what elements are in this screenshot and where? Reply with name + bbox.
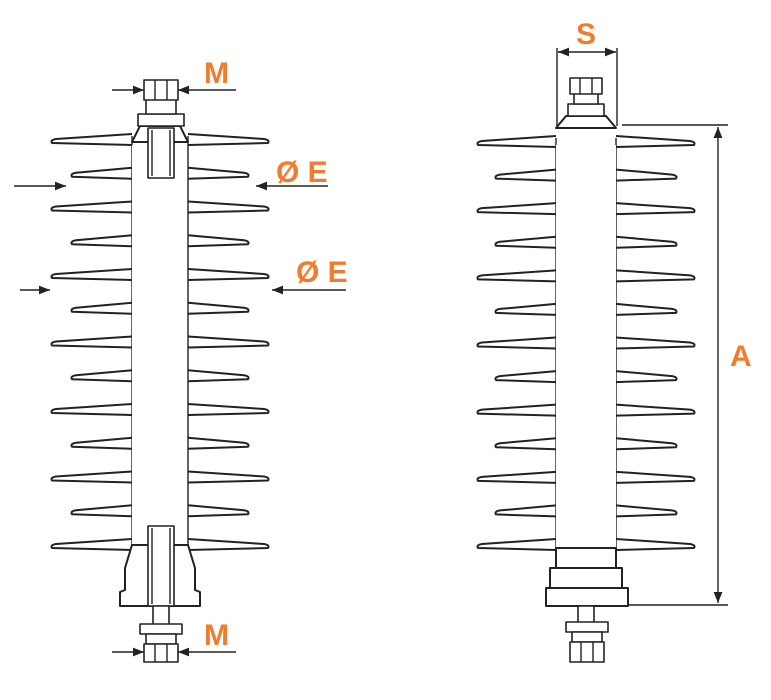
left-insulator-view <box>50 79 270 663</box>
left-shed <box>50 268 270 281</box>
right-shed <box>494 235 678 249</box>
m-top-label: M <box>204 57 229 90</box>
right-bottom-lockwasher <box>571 631 603 643</box>
right-shed <box>476 135 696 148</box>
right-top-nut <box>569 77 603 95</box>
right-shed <box>476 202 696 216</box>
right-bottom-base <box>545 587 629 607</box>
left-shed <box>50 335 270 349</box>
right-top-fitting <box>555 115 617 129</box>
left-sheds <box>50 133 270 553</box>
right-bottom-nut <box>569 641 605 663</box>
left-shed <box>50 200 270 214</box>
right-shed <box>494 168 678 182</box>
right-shed <box>476 269 696 283</box>
right-top-washer <box>567 103 605 117</box>
right-shed <box>476 403 696 417</box>
left-shed <box>70 301 250 315</box>
dimension-lines <box>14 47 728 657</box>
left-shed <box>70 369 250 383</box>
right-shed <box>476 538 696 551</box>
left-shed <box>70 166 250 180</box>
right-shed <box>494 437 678 451</box>
right-bottom-collar <box>555 547 617 569</box>
left-top-nut <box>143 79 179 101</box>
right-bottom-washer <box>565 621 609 633</box>
left-top-washer <box>137 113 185 127</box>
a-label: A <box>730 340 752 373</box>
left-shed <box>50 403 270 416</box>
right-shed <box>476 336 696 350</box>
right-sheds <box>476 135 696 553</box>
left-shed <box>70 234 250 248</box>
right-insulator-view <box>476 77 696 663</box>
s-label: S <box>576 18 596 51</box>
left-shed <box>50 538 270 551</box>
right-shed <box>476 470 696 484</box>
left-shed <box>70 504 250 518</box>
left-bottom-washer <box>139 623 183 635</box>
e-lower-label: Ø E <box>296 256 348 289</box>
left-bottom-nut <box>143 643 179 663</box>
m-bottom-label: M <box>204 619 229 652</box>
right-shed <box>494 370 678 384</box>
right-shed <box>494 302 678 316</box>
left-shed <box>50 133 270 146</box>
left-shed <box>50 470 270 484</box>
right-shed <box>494 504 678 518</box>
left-shed <box>70 436 250 450</box>
right-bottom-flange <box>549 567 623 591</box>
e-upper-label: Ø E <box>276 156 328 189</box>
left-bottom-lockwasher <box>145 633 177 645</box>
left-bottom-bolt <box>152 605 170 627</box>
